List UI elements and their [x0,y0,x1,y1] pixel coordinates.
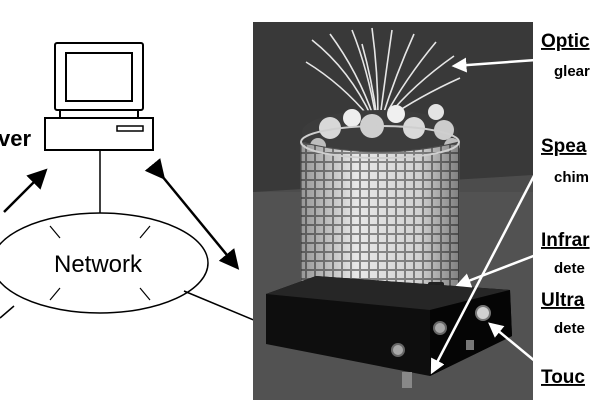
computer-icon [44,42,154,151]
callout-ultrasonic-title: Ultra [541,290,585,311]
touch-sensor [402,372,412,388]
device-base [266,276,512,388]
callout-optic-title: Optic [541,31,590,52]
arrow-optic [451,57,537,73]
callout-infrared-detail: dete [554,260,585,277]
arrow-touch [488,322,537,363]
callout-speaker-title: Spea [541,136,587,157]
server-box [44,117,154,151]
mesh-cylinder [300,125,460,316]
base-port [466,340,474,350]
network-label: Network [54,251,143,278]
arrow-left-down [0,305,15,319]
server-label: ver [0,126,31,151]
monitor-screen [65,52,133,102]
arrow-left-up [3,168,48,213]
drive-slot [116,125,144,132]
device-photo [253,22,538,400]
arrow-speaker [430,171,538,375]
callout-arrows [430,57,538,375]
arrow-right-bidirectional [144,158,240,270]
callout-touch-title: Touc [541,367,585,388]
base-button-right [433,321,447,335]
callout-optic-detail: glear [554,63,590,80]
callout-labels: Optic glear Spea chim Infrar dete Ultra … [541,31,590,388]
callout-ultrasonic-detail: dete [554,320,585,337]
network-diagram: ver Network [0,42,269,327]
monitor-stand [59,109,139,119]
arrow-infrared [455,253,537,288]
callout-infrared-title: Infrar [541,230,590,251]
base-button-left [391,343,405,357]
ultrasonic-sensor [475,305,491,321]
callout-speaker-detail: chim [554,169,589,186]
